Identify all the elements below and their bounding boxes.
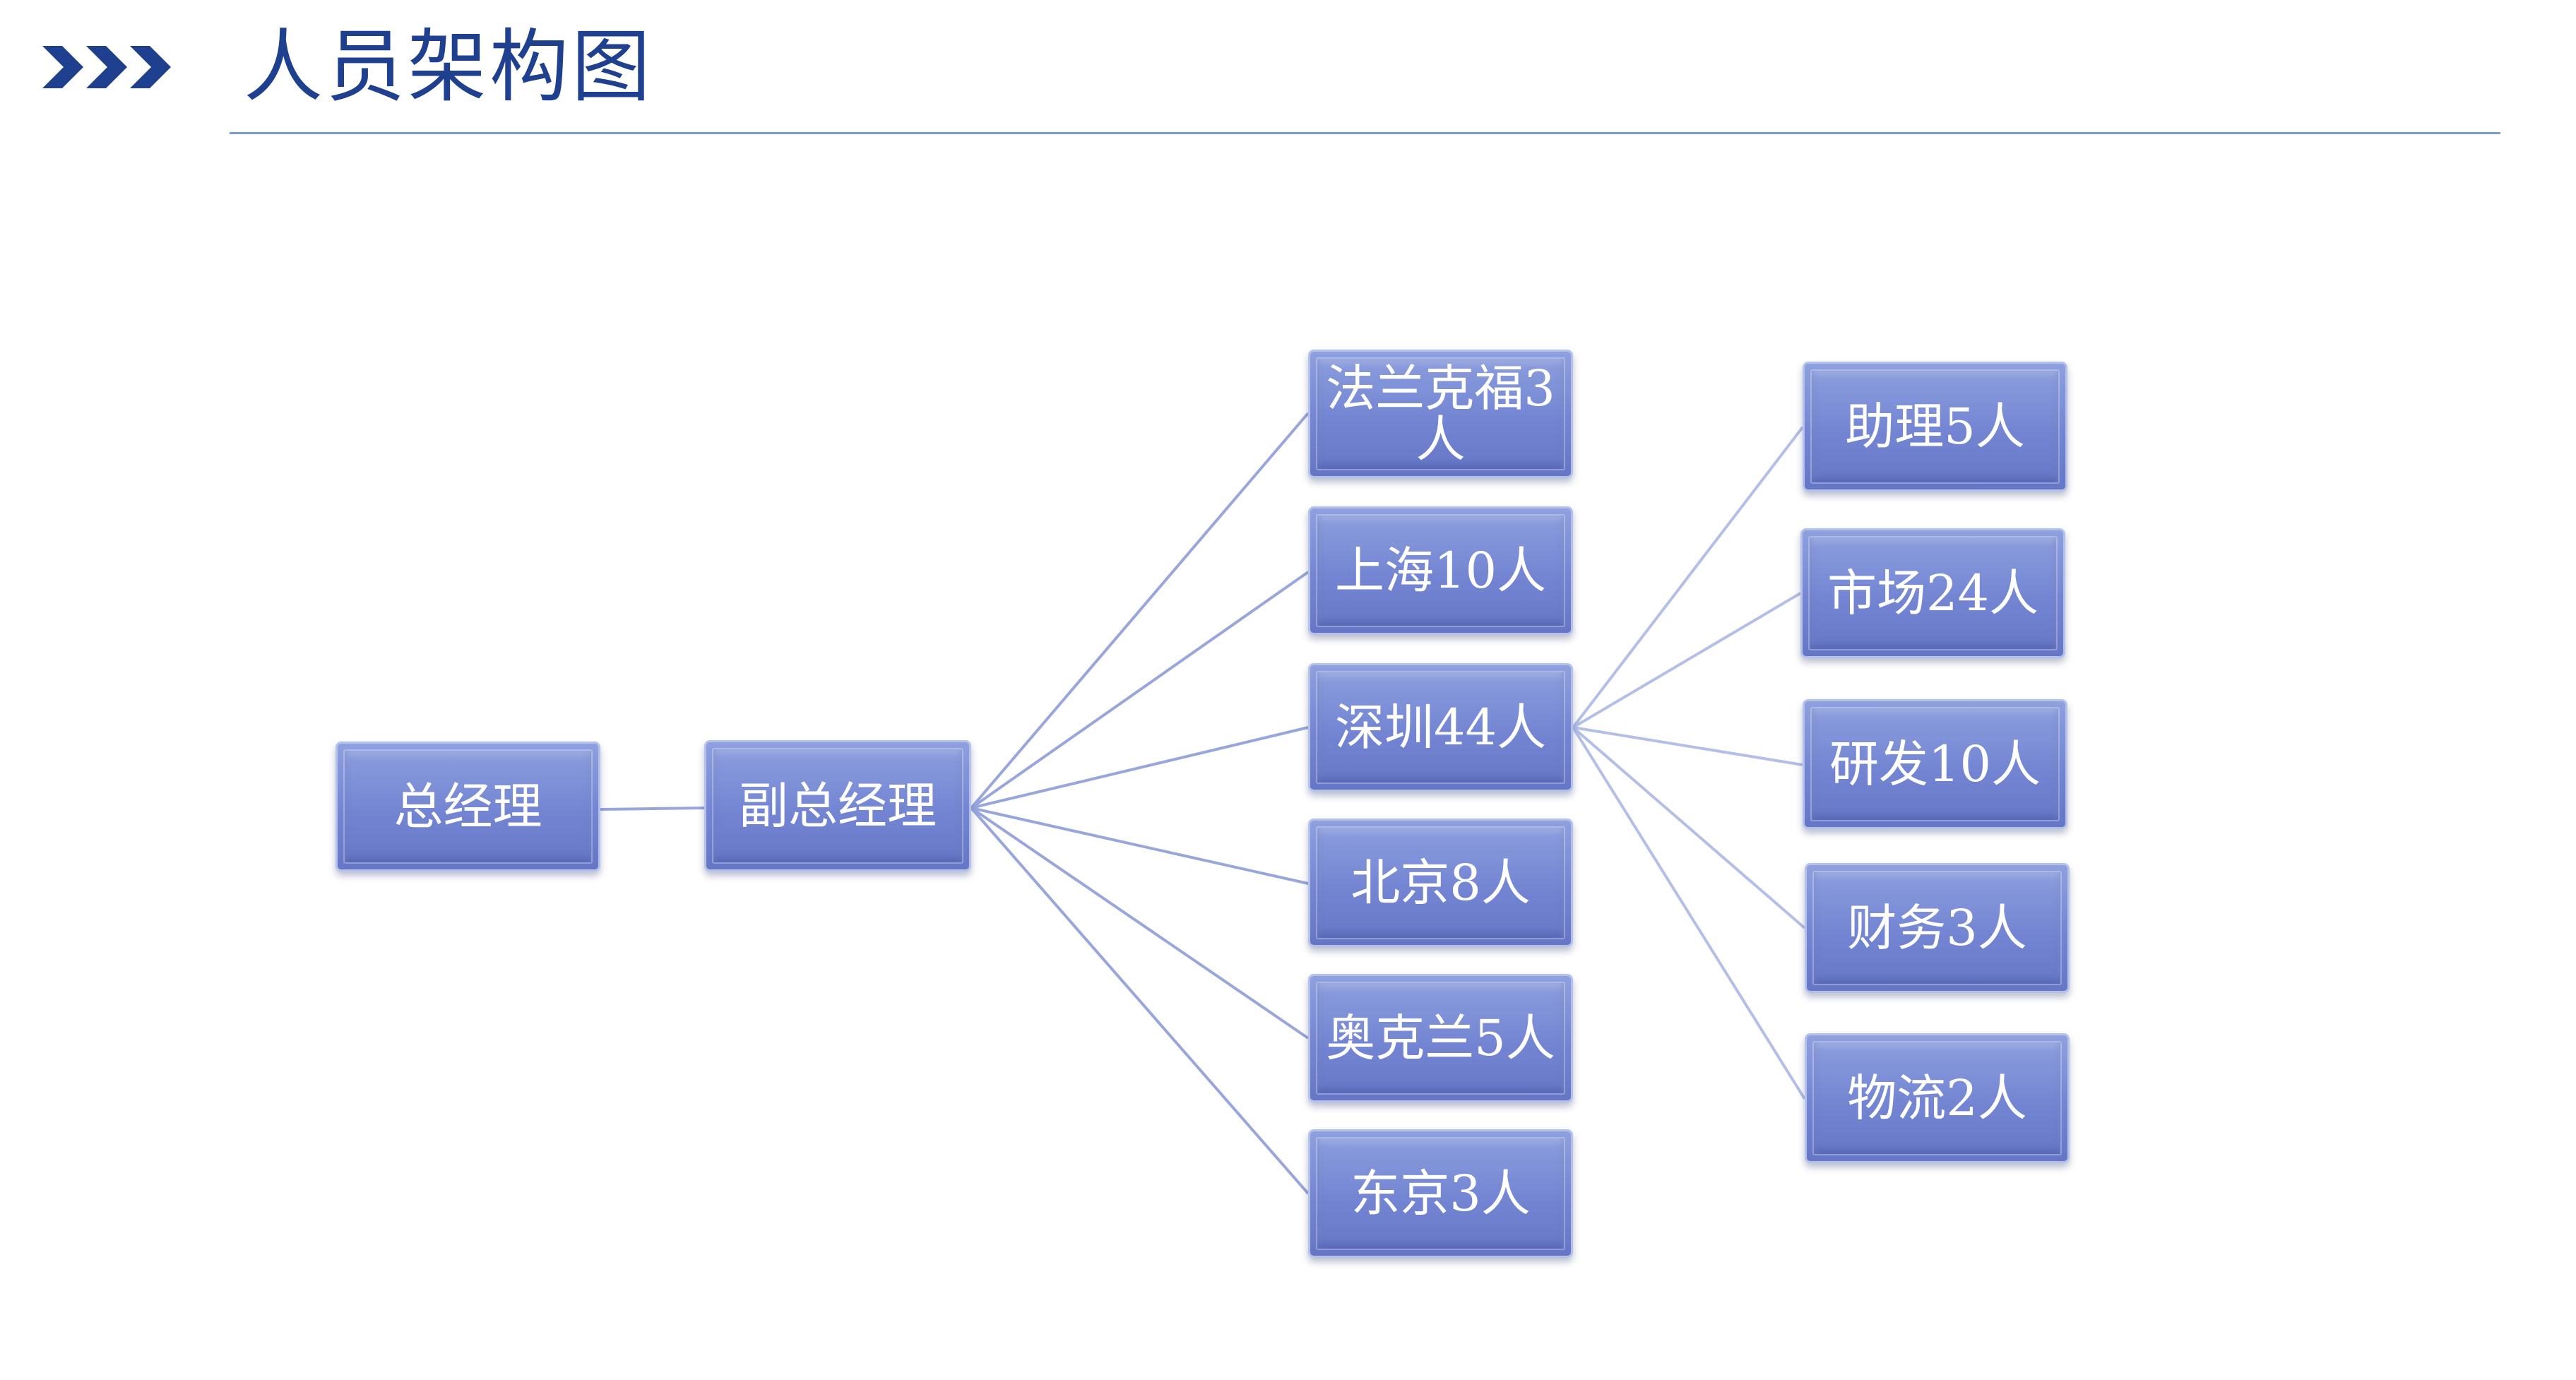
node-label: 物流2人 [1847, 1069, 2027, 1127]
node-dept-marketing[interactable]: 市场24人 [1800, 528, 2065, 658]
node-deputy-manager[interactable]: 副总经理 [704, 740, 971, 872]
connector-root-deputy [600, 807, 705, 811]
node-label: 上海10人 [1334, 542, 1547, 600]
connector-office-dept [1572, 426, 1804, 729]
connector-deputy-office [970, 807, 1310, 1195]
node-office-auckland[interactable]: 奥克兰5人 [1308, 974, 1573, 1102]
connector-deputy-office [971, 807, 1309, 885]
node-label: 财务3人 [1847, 899, 2027, 957]
title-divider [230, 132, 2500, 134]
connector-deputy-office [971, 726, 1309, 809]
node-general-manager[interactable]: 总经理 [336, 742, 600, 872]
node-label: 奥克兰5人 [1326, 1009, 1555, 1067]
node-office-shenzhen[interactable]: 深圳44人 [1308, 663, 1573, 792]
node-dept-rnd[interactable]: 研发10人 [1803, 699, 2067, 829]
node-office-tokyo[interactable]: 东京3人 [1308, 1129, 1573, 1258]
connector-office-dept [1572, 726, 1803, 766]
node-label: 总经理 [393, 778, 542, 835]
node-label: 副总经理 [739, 777, 937, 835]
node-office-beijing[interactable]: 北京8人 [1308, 819, 1573, 947]
node-dept-assistant[interactable]: 助理5人 [1803, 362, 2067, 492]
node-label: 深圳44人 [1334, 698, 1547, 756]
connector-office-dept [1572, 726, 1806, 1100]
node-label: 东京3人 [1351, 1165, 1531, 1223]
node-label: 法兰克福3人 [1326, 359, 1555, 468]
page-title: 人员架构图 [244, 21, 653, 113]
connector-office-dept [1572, 726, 1806, 929]
connector-deputy-office [970, 571, 1310, 809]
node-label: 北京8人 [1351, 854, 1531, 912]
node-dept-logistics[interactable]: 物流2人 [1805, 1033, 2070, 1163]
node-label: 市场24人 [1827, 564, 2039, 622]
chevrons-icon [42, 46, 171, 88]
connector-deputy-office [970, 412, 1310, 809]
node-office-shanghai[interactable]: 上海10人 [1308, 506, 1573, 635]
node-office-frankfurt[interactable]: 法兰克福3人 [1308, 350, 1573, 478]
node-label: 研发10人 [1829, 735, 2041, 793]
node-label: 助理5人 [1845, 398, 2025, 456]
connector-office-dept [1572, 592, 1802, 729]
node-dept-finance[interactable]: 财务3人 [1805, 863, 2070, 993]
connector-deputy-office [970, 807, 1310, 1040]
